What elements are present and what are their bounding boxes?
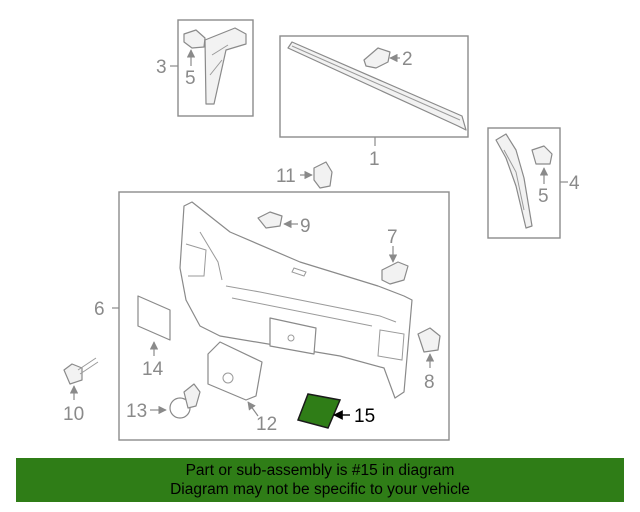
callout-2: 2 — [402, 49, 413, 70]
callout-6: 6 — [94, 299, 105, 320]
callout-8: 8 — [424, 372, 435, 393]
group-1-box — [279, 35, 469, 146]
callout-1: 1 — [369, 149, 380, 170]
part-10-screw — [63, 357, 99, 400]
callout-3: 3 — [156, 57, 167, 78]
group-3-box — [170, 19, 254, 117]
group-6-box — [112, 191, 450, 441]
callout-9: 9 — [300, 216, 311, 237]
part-11-clip — [300, 161, 333, 189]
banner-line-2: Diagram may not be specific to your vehi… — [170, 481, 470, 498]
callout-5a: 5 — [185, 68, 196, 89]
callout-13: 13 — [126, 401, 147, 422]
callout-5b: 5 — [538, 186, 549, 207]
callout-7: 7 — [387, 227, 398, 248]
callout-14: 14 — [142, 359, 164, 380]
info-banner: Part or sub-assembly is #15 in diagram D… — [16, 458, 624, 502]
parts-diagram: 1 2 3 4 5 5 6 7 8 9 10 11 12 13 14 15 — [63, 19, 580, 441]
callout-4: 4 — [569, 173, 580, 194]
callout-15: 15 — [354, 406, 375, 427]
clip-icon — [183, 29, 206, 49]
clip-icon — [531, 145, 553, 165]
callout-11: 11 — [276, 166, 296, 187]
callout-12: 12 — [256, 414, 277, 435]
clip-icon — [363, 47, 391, 69]
banner-line-1: Part or sub-assembly is #15 in diagram — [185, 462, 455, 479]
group-4-box — [487, 127, 568, 239]
callout-10: 10 — [63, 404, 84, 425]
part-15-highlighted — [297, 393, 350, 429]
